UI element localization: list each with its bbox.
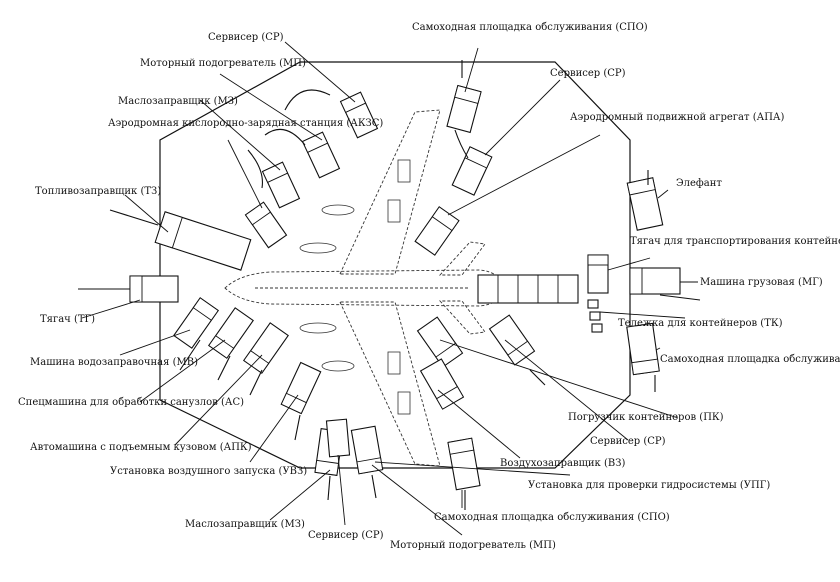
vehicle-oil-tanker [261, 161, 301, 209]
vehicle-water-truck [173, 297, 219, 349]
label-cargo-truck: Машина грузовая (МГ) [700, 277, 823, 288]
vehicle-servicer-lower [488, 314, 536, 366]
label-tug: Тягач (ТГ) [40, 314, 95, 325]
label-servicer-bottom: Сервисер (СР) [308, 530, 384, 541]
label-elephant: Элефант [676, 178, 722, 189]
vehicle-container-tug [587, 254, 609, 294]
label-fuel-tanker: Топливозаправщик (ТЗ) [35, 186, 161, 197]
vehicle-cargo-truck [629, 267, 681, 295]
labels: Сервисер (СР) Самоходная площадка обслуж… [18, 22, 840, 551]
label-motor-heater-top: Моторный подогреватель (МП) [140, 58, 306, 69]
vehicle-hydraulic-test [350, 425, 384, 475]
container-conveyor [477, 274, 579, 304]
vehicle-motor-heater [301, 131, 341, 179]
motion-arrows [78, 60, 701, 510]
vehicle-servicer-right [451, 146, 493, 196]
label-lift-body: Автомашина с подъемным кузовом (АПК) [30, 442, 252, 453]
vehicle-lift-body [243, 322, 289, 374]
vehicle-tug [129, 275, 179, 303]
label-servicer-right: Сервисер (СР) [550, 68, 626, 79]
label-oil-tanker-bottom: Маслозаправщик (МЗ) [185, 519, 305, 530]
vehicle-apa [414, 206, 460, 256]
label-oil-tanker-top: Маслозаправщик (МЗ) [118, 96, 238, 107]
vehicle-spo-top [446, 84, 482, 134]
label-oxygen-station: Аэродромная кислородно-зарядная станция … [108, 118, 383, 129]
label-apa: Аэродромный подвижной агрегат (АПА) [570, 112, 784, 123]
container-trolleys [587, 299, 603, 333]
label-container-tug: Тягач для транспортирования контейнеров … [630, 236, 840, 247]
leader-lines [81, 41, 698, 536]
label-servicer-top: Сервисер (СР) [208, 32, 284, 43]
label-hydraulic-test: Установка для проверки гидросистемы (УПГ… [528, 480, 770, 491]
label-servicer-lower: Сервисер (СР) [590, 436, 666, 447]
label-spo-bottom: Самоходная площадка обслуживания (СПО) [434, 512, 670, 523]
label-air-start: Установка воздушного запуска (УВЗ) [110, 466, 307, 477]
vehicle-air-start [280, 361, 322, 415]
vehicle-oxygen-station [244, 201, 288, 249]
label-motor-heater-bottom: Моторный подогреватель (МП) [390, 540, 556, 551]
vehicle-fuel-tanker [154, 211, 252, 271]
vehicle-servicer-bottom [325, 418, 351, 458]
label-container-loader: Погрузчик контейнеров (ПК) [568, 412, 724, 423]
vehicle-spo-right [626, 322, 660, 376]
label-water-truck: Машина водозаправочная (МВ) [30, 357, 198, 368]
label-container-trolley: Тележка для контейнеров (ТК) [618, 318, 783, 329]
label-spo-right: Самоходная площадка обслуживания (СПО) [660, 354, 840, 365]
vehicle-servicer-top [339, 91, 379, 139]
vehicle-elephant [626, 177, 664, 231]
label-spo-top: Самоходная площадка обслуживания (СПО) [412, 22, 648, 33]
label-sanitary: Спецмашина для обработки санузлов (АС) [18, 397, 244, 408]
vehicle-air-tanker [419, 358, 465, 410]
label-air-tanker: Воздухозаправщик (ВЗ) [500, 458, 625, 469]
vehicle-sanitary [208, 307, 254, 359]
vehicle-spo-bottom [447, 437, 481, 491]
